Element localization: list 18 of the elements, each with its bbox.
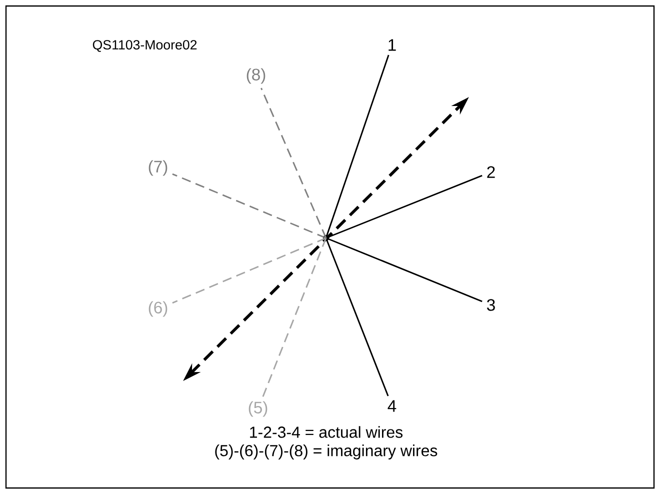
wire: [325, 54, 390, 238]
wire-label: (8): [246, 68, 266, 84]
wire-label: 4: [388, 400, 396, 412]
wire-label: (7): [148, 160, 168, 176]
wire: [325, 238, 389, 396]
wire-label: 2: [487, 166, 495, 178]
wire-label: 3: [487, 299, 495, 311]
legend-note: 1-2-3-4 = actual wires: [250, 426, 403, 438]
wire: [326, 237, 482, 302]
imaginary-wire: [260, 88, 327, 238]
imaginary-wire: [262, 238, 327, 398]
wire-label: (5): [248, 401, 268, 417]
legend-note: (5)-(6)-(7)-(8) = imaginary wires: [215, 444, 438, 460]
imaginary-wire: [172, 237, 326, 304]
imaginary-wire: [172, 173, 326, 239]
figure-id: QS1103-Moore02: [92, 40, 197, 52]
wire-label: 1: [388, 39, 396, 51]
wire-label: (6): [148, 301, 168, 317]
